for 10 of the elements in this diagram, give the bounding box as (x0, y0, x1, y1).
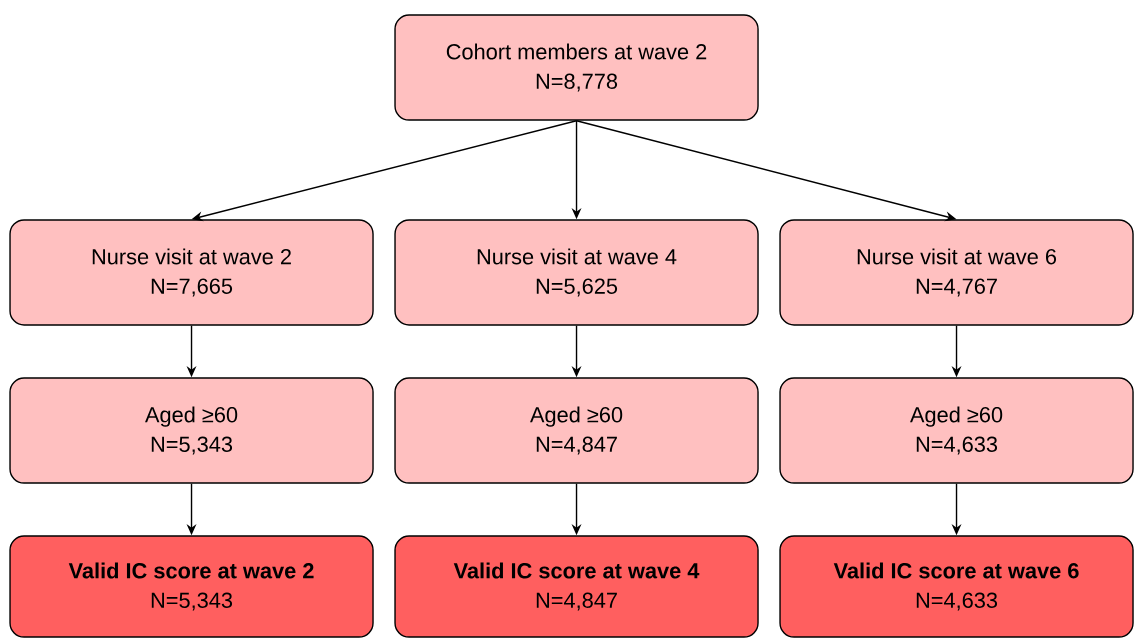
process-box: Nurse visit at wave 4 N=5,625 (394, 219, 759, 326)
process-box: Aged ≥60 N=4,847 (394, 377, 759, 484)
result-box: Valid IC score at wave 2 N=5,343 (9, 535, 374, 638)
process-box: Nurse visit at wave 6 N=4,767 (779, 219, 1134, 326)
process-box: Aged ≥60 N=5,343 (9, 377, 374, 484)
process-box: Cohort members at wave 2 N=8,778 (394, 14, 759, 121)
process-box: Nurse visit at wave 2 N=7,665 (9, 219, 374, 326)
result-box: Valid IC score at wave 4 N=4,847 (394, 535, 759, 638)
process-box: Aged ≥60 N=4,633 (779, 377, 1134, 484)
result-box: Valid IC score at wave 6 N=4,633 (779, 535, 1134, 638)
